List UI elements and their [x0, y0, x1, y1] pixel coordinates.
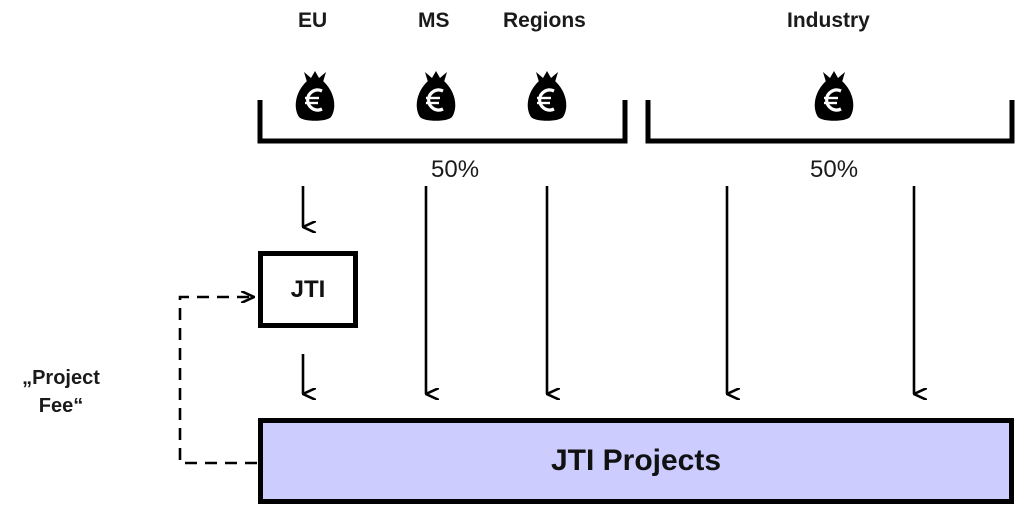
project-fee-dashed-arrow: [178, 297, 257, 465]
project-fee-line1: „Project: [22, 367, 100, 389]
euro-moneybag-icon: [415, 69, 457, 123]
funder-regions-label: Regions: [503, 9, 586, 32]
funder-industry-label: Industry: [787, 9, 870, 32]
public-share-label: 50%: [431, 156, 480, 183]
industry-funding-bracket: [645, 100, 1015, 144]
jti-projects-label: JTI Projects: [550, 444, 722, 477]
jti-box: JTI: [258, 251, 358, 328]
euro-moneybag-icon: [526, 69, 568, 123]
industry-share-label: 50%: [810, 156, 859, 183]
funder-eu-label: EU: [298, 9, 328, 32]
funder-ms-label: MS: [418, 9, 450, 32]
project-fee-note: „Project Fee“: [6, 364, 116, 420]
public-funding-bracket: [257, 100, 628, 144]
euro-moneybag-icon: [813, 69, 855, 123]
project-fee-line2: Fee“: [38, 395, 84, 417]
euro-moneybag-icon: [294, 69, 336, 123]
jti-projects-box: JTI Projects: [258, 418, 1014, 504]
jti-box-label: JTI: [290, 275, 326, 303]
